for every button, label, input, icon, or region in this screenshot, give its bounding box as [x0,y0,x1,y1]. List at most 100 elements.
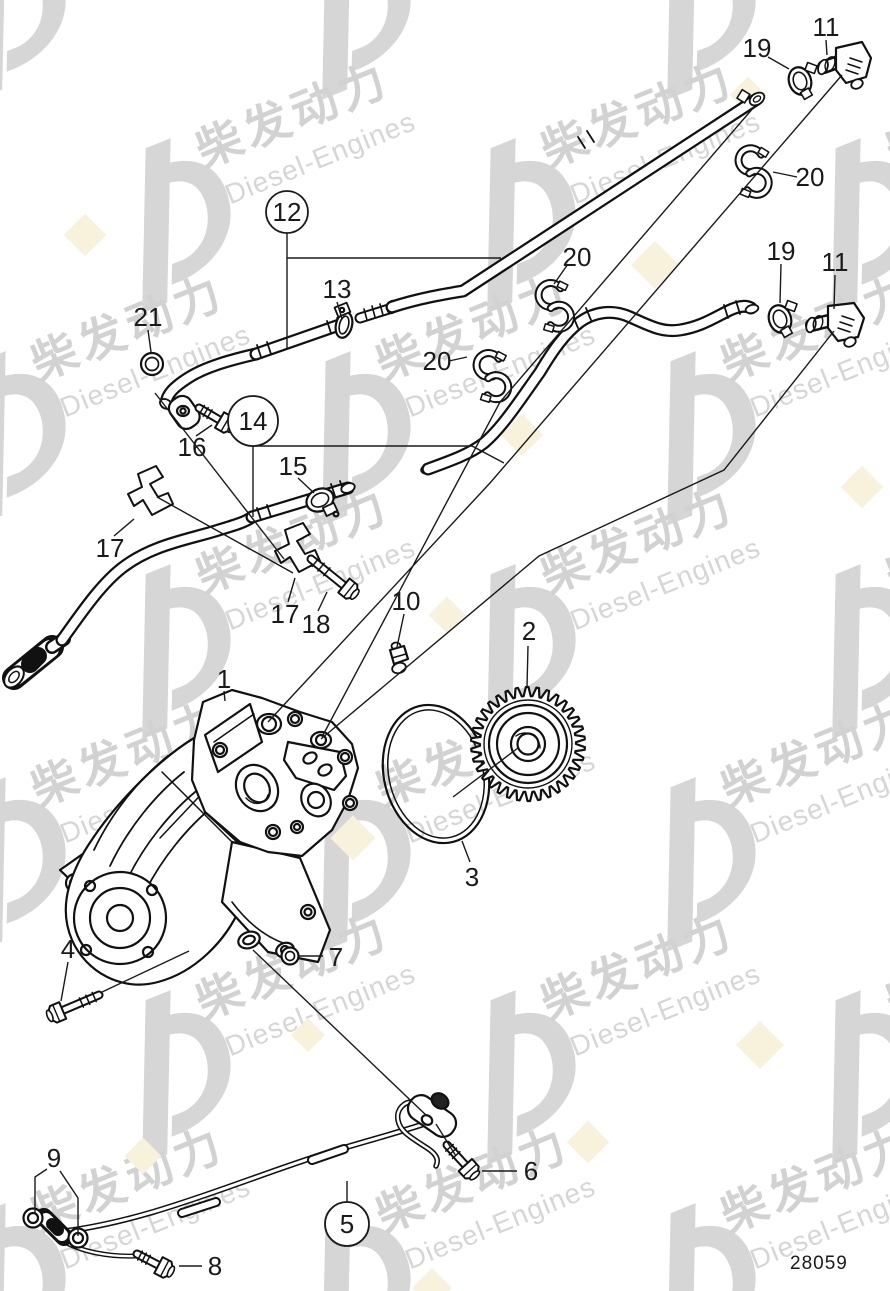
leader-bracket-bolt6 [435,1123,457,1157]
svg-text:11: 11 [822,247,849,277]
svg-text:2: 2 [522,616,536,646]
leader-21 [147,329,152,353]
pipe-clip-17-left [127,465,174,516]
callout-10: 10 [392,586,421,616]
svg-text:6: 6 [524,1156,538,1186]
compressor-head [190,688,360,858]
callout-1: 1 [217,664,231,694]
watermark-unit [609,688,890,952]
watermark-diamond [428,596,466,634]
bolt-6 [442,1140,481,1181]
callout-7: 7 [329,942,343,972]
seal-ring-21 [139,351,165,377]
retainer-clip-pair-20 [734,144,773,199]
watermark-unit [774,475,890,739]
svg-text:13: 13 [323,274,352,304]
svg-text:16: 16 [178,432,207,462]
leader-14-h [253,445,505,464]
callout-14: 14 [227,395,279,447]
leader-17b [287,577,296,603]
bolt-4 [45,990,104,1024]
svg-text:12: 12 [273,197,302,227]
bolt-8 [132,1249,176,1279]
bolts [45,403,481,1279]
svg-text:17: 17 [271,599,300,629]
svg-text:20: 20 [563,242,592,272]
leader-10 [396,613,405,648]
leader-elbow-clip [154,392,285,560]
watermark-diamond [566,1120,610,1164]
svg-text:5: 5 [340,1209,354,1239]
svg-text:14: 14 [239,406,268,436]
watermark-unit [609,1114,890,1291]
leader-17a [113,518,135,537]
callout-20: 20 [563,242,592,272]
watermark-diamond [630,240,680,290]
leader-20a [772,171,798,178]
callout-20: 20 [796,162,825,192]
callout-18: 18 [302,609,331,639]
svg-text:11: 11 [813,12,840,42]
leader-20c [448,356,468,362]
leader-1 [223,690,226,702]
svg-text:15: 15 [279,451,308,481]
svg-text:7: 7 [329,942,343,972]
leader-connector11-top [267,74,843,723]
svg-text:9: 9 [47,1143,61,1173]
leader-20b [553,263,569,285]
watermark-unit [84,49,443,313]
leader-clip17-pair [156,496,294,574]
watermark-unit [264,262,623,526]
bolt-18 [306,554,360,601]
leader-15 [297,477,315,494]
leader-19a [767,56,790,70]
callout-2: 2 [522,616,536,646]
elbow-connector-11-mid [805,301,866,348]
compressor-front-flange [72,870,168,966]
svg-text:3: 3 [465,862,479,892]
svg-text:1: 1 [217,664,231,694]
svg-text:20: 20 [423,346,452,376]
elbow-connector-11-top [817,40,873,90]
callout-6: 6 [524,1156,538,1186]
sensor-10 [388,641,410,675]
callout-8: 8 [208,1251,222,1281]
callout-15: 15 [279,451,308,481]
leader-lines [34,39,843,1267]
leader-gear-oring [452,747,519,798]
callout-20: 20 [423,346,452,376]
leader-19b [779,263,782,304]
callout-3: 3 [465,862,479,892]
callout-12: 12 [265,190,309,234]
leader-4 [60,961,69,1002]
drive-gear [470,685,586,803]
svg-text:18: 18 [302,609,331,639]
watermark-unit [429,475,788,739]
spring-clamp-19-mid [767,299,798,339]
leader-11a [825,39,828,56]
washer-7 [280,946,300,966]
leader-2 [526,645,529,688]
oil-pipe-assembly [22,1092,458,1259]
callout-19: 19 [767,236,796,266]
watermark-diamond [840,465,884,509]
svg-text:20: 20 [796,162,825,192]
callout-17: 17 [96,533,125,563]
lower-hose-assembly [2,299,760,690]
callout-4: 4 [61,934,75,964]
leader-9-right [59,1170,79,1236]
svg-text:8: 8 [208,1251,222,1281]
leader-13 [336,301,343,320]
svg-text:19: 19 [767,236,796,266]
callout-21: 21 [134,302,163,332]
hose-clamp-15 [305,487,340,518]
watermark-diamond [291,1018,325,1052]
leader-connector11-mid [320,330,835,740]
watermark-diamond [124,1137,162,1175]
callout-9: 9 [47,1143,61,1173]
leader-port-bracket [252,949,428,1117]
callout-16: 16 [178,432,207,462]
callout-5: 5 [324,1201,370,1247]
watermark-unit [0,0,278,100]
